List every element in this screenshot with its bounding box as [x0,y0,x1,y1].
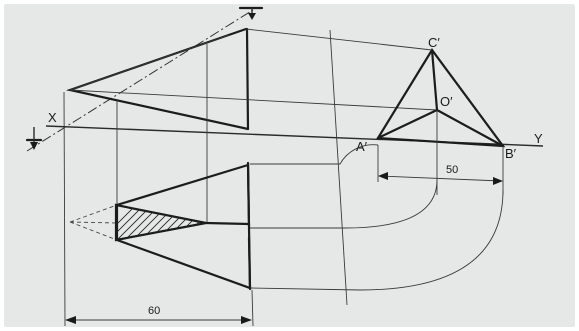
arrowhead-icon [65,316,76,324]
label-b-prime: B′ [505,146,517,161]
section-plane-line [26,9,254,152]
dimension-60: 60 [148,305,160,317]
label-c-prime: C′ [428,35,440,50]
projector-top [245,28,433,51]
arrowhead-icon [493,177,503,185]
paper-background [4,4,575,327]
dim-60-extension-right [251,289,254,327]
y-label: Y [534,131,543,146]
transfer-arc-middle [250,179,438,229]
x-label: X [48,110,57,125]
front-view-base-edge [245,27,250,131]
dim-50-line [379,175,502,182]
label-o-prime: O′ [440,94,453,109]
median-c-o [430,48,439,112]
median-b-o [435,108,505,148]
front-view-slant-line [69,34,230,91]
sectioned-face [114,203,207,242]
front-view-axis-line [69,89,438,111]
dim-60-extension-left [63,91,66,327]
transfer-arc-outer [249,189,504,291]
hidden-edge-upper [69,204,118,223]
side-view-triangle [376,48,506,148]
transfer-arc-inner [250,144,379,165]
arrowhead-icon [378,172,388,180]
arrowhead-icon [241,316,252,324]
projector-vertical-left [329,29,348,306]
top-view-base-edge-upper [246,161,251,228]
dimension-50: 50 [446,164,458,176]
hidden-edge-lower [69,221,118,241]
top-view-section-line [204,221,251,226]
top-view-base-edge-lower [247,236,252,291]
median-a-o [376,108,439,140]
arrowhead-icon [30,142,38,150]
hidden-edge-axis [69,221,118,224]
arrowhead-icon [248,13,256,20]
